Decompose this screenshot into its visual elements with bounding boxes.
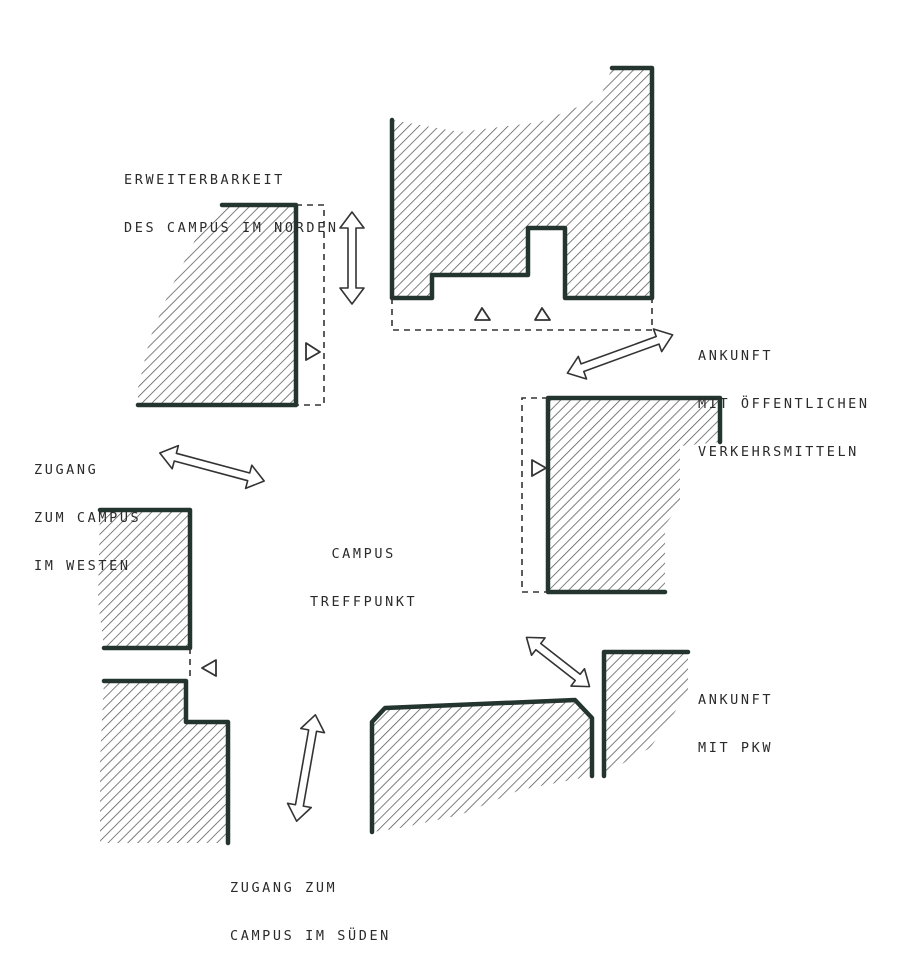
label-line: MIT PKW (698, 740, 774, 756)
label-transit-arrival: ANKUNFT MIT ÖFFENTLICHEN VERKEHRSMITTELN (698, 316, 870, 476)
building-north (389, 65, 655, 331)
label-line: ANKUNFT (698, 348, 774, 364)
label-line: ZUM CAMPUS (34, 510, 142, 526)
double-arrow-transit (566, 328, 674, 380)
label-campus-meeting-point: CAMPUS TREFFPUNKT (310, 514, 417, 626)
label-line: DES CAMPUS IM NORDEN (124, 220, 339, 236)
building-west-lower (100, 648, 231, 846)
label-line: ANKUNFT (698, 692, 774, 708)
label-line: CAMPUS IM SÜDEN (230, 928, 391, 944)
label-line: IM WESTEN (34, 558, 131, 574)
building-west-upper (97, 507, 193, 651)
label-south-access: ZUGANG ZUM CAMPUS IM SÜDEN (230, 848, 391, 960)
label-car-arrival: ANKUNFT MIT PKW (698, 660, 773, 772)
double-arrow-north (339, 211, 365, 305)
label-west-access: ZUGANG ZUM CAMPUS IM WESTEN (34, 430, 141, 590)
label-line: ERWEITERBARKEIT (124, 172, 285, 188)
building-south (369, 697, 595, 835)
double-arrow-south (286, 714, 326, 822)
label-line: CAMPUS (331, 546, 396, 562)
building-east (521, 395, 723, 595)
label-line: ZUGANG ZUM (230, 880, 338, 896)
label-line: VERKEHRSMITTELN (698, 444, 859, 460)
double-arrow-car (525, 636, 591, 688)
double-arrow-west (159, 444, 265, 490)
label-north-expansion: ERWEITERBARKEIT DES CAMPUS IM NORDEN (124, 140, 339, 252)
entrance-marker (201, 659, 217, 677)
building-northwest (135, 202, 325, 408)
campus-site-sketch (97, 65, 723, 846)
entrance-marker (531, 459, 547, 477)
entrance-marker (534, 307, 551, 321)
label-line: TREFFPUNKT (310, 594, 418, 610)
label-line: ZUGANG (34, 462, 99, 478)
entrance-marker (474, 307, 491, 321)
entrance-marker (305, 342, 321, 361)
label-line: MIT ÖFFENTLICHEN (698, 396, 870, 412)
building-southeast (601, 649, 691, 779)
